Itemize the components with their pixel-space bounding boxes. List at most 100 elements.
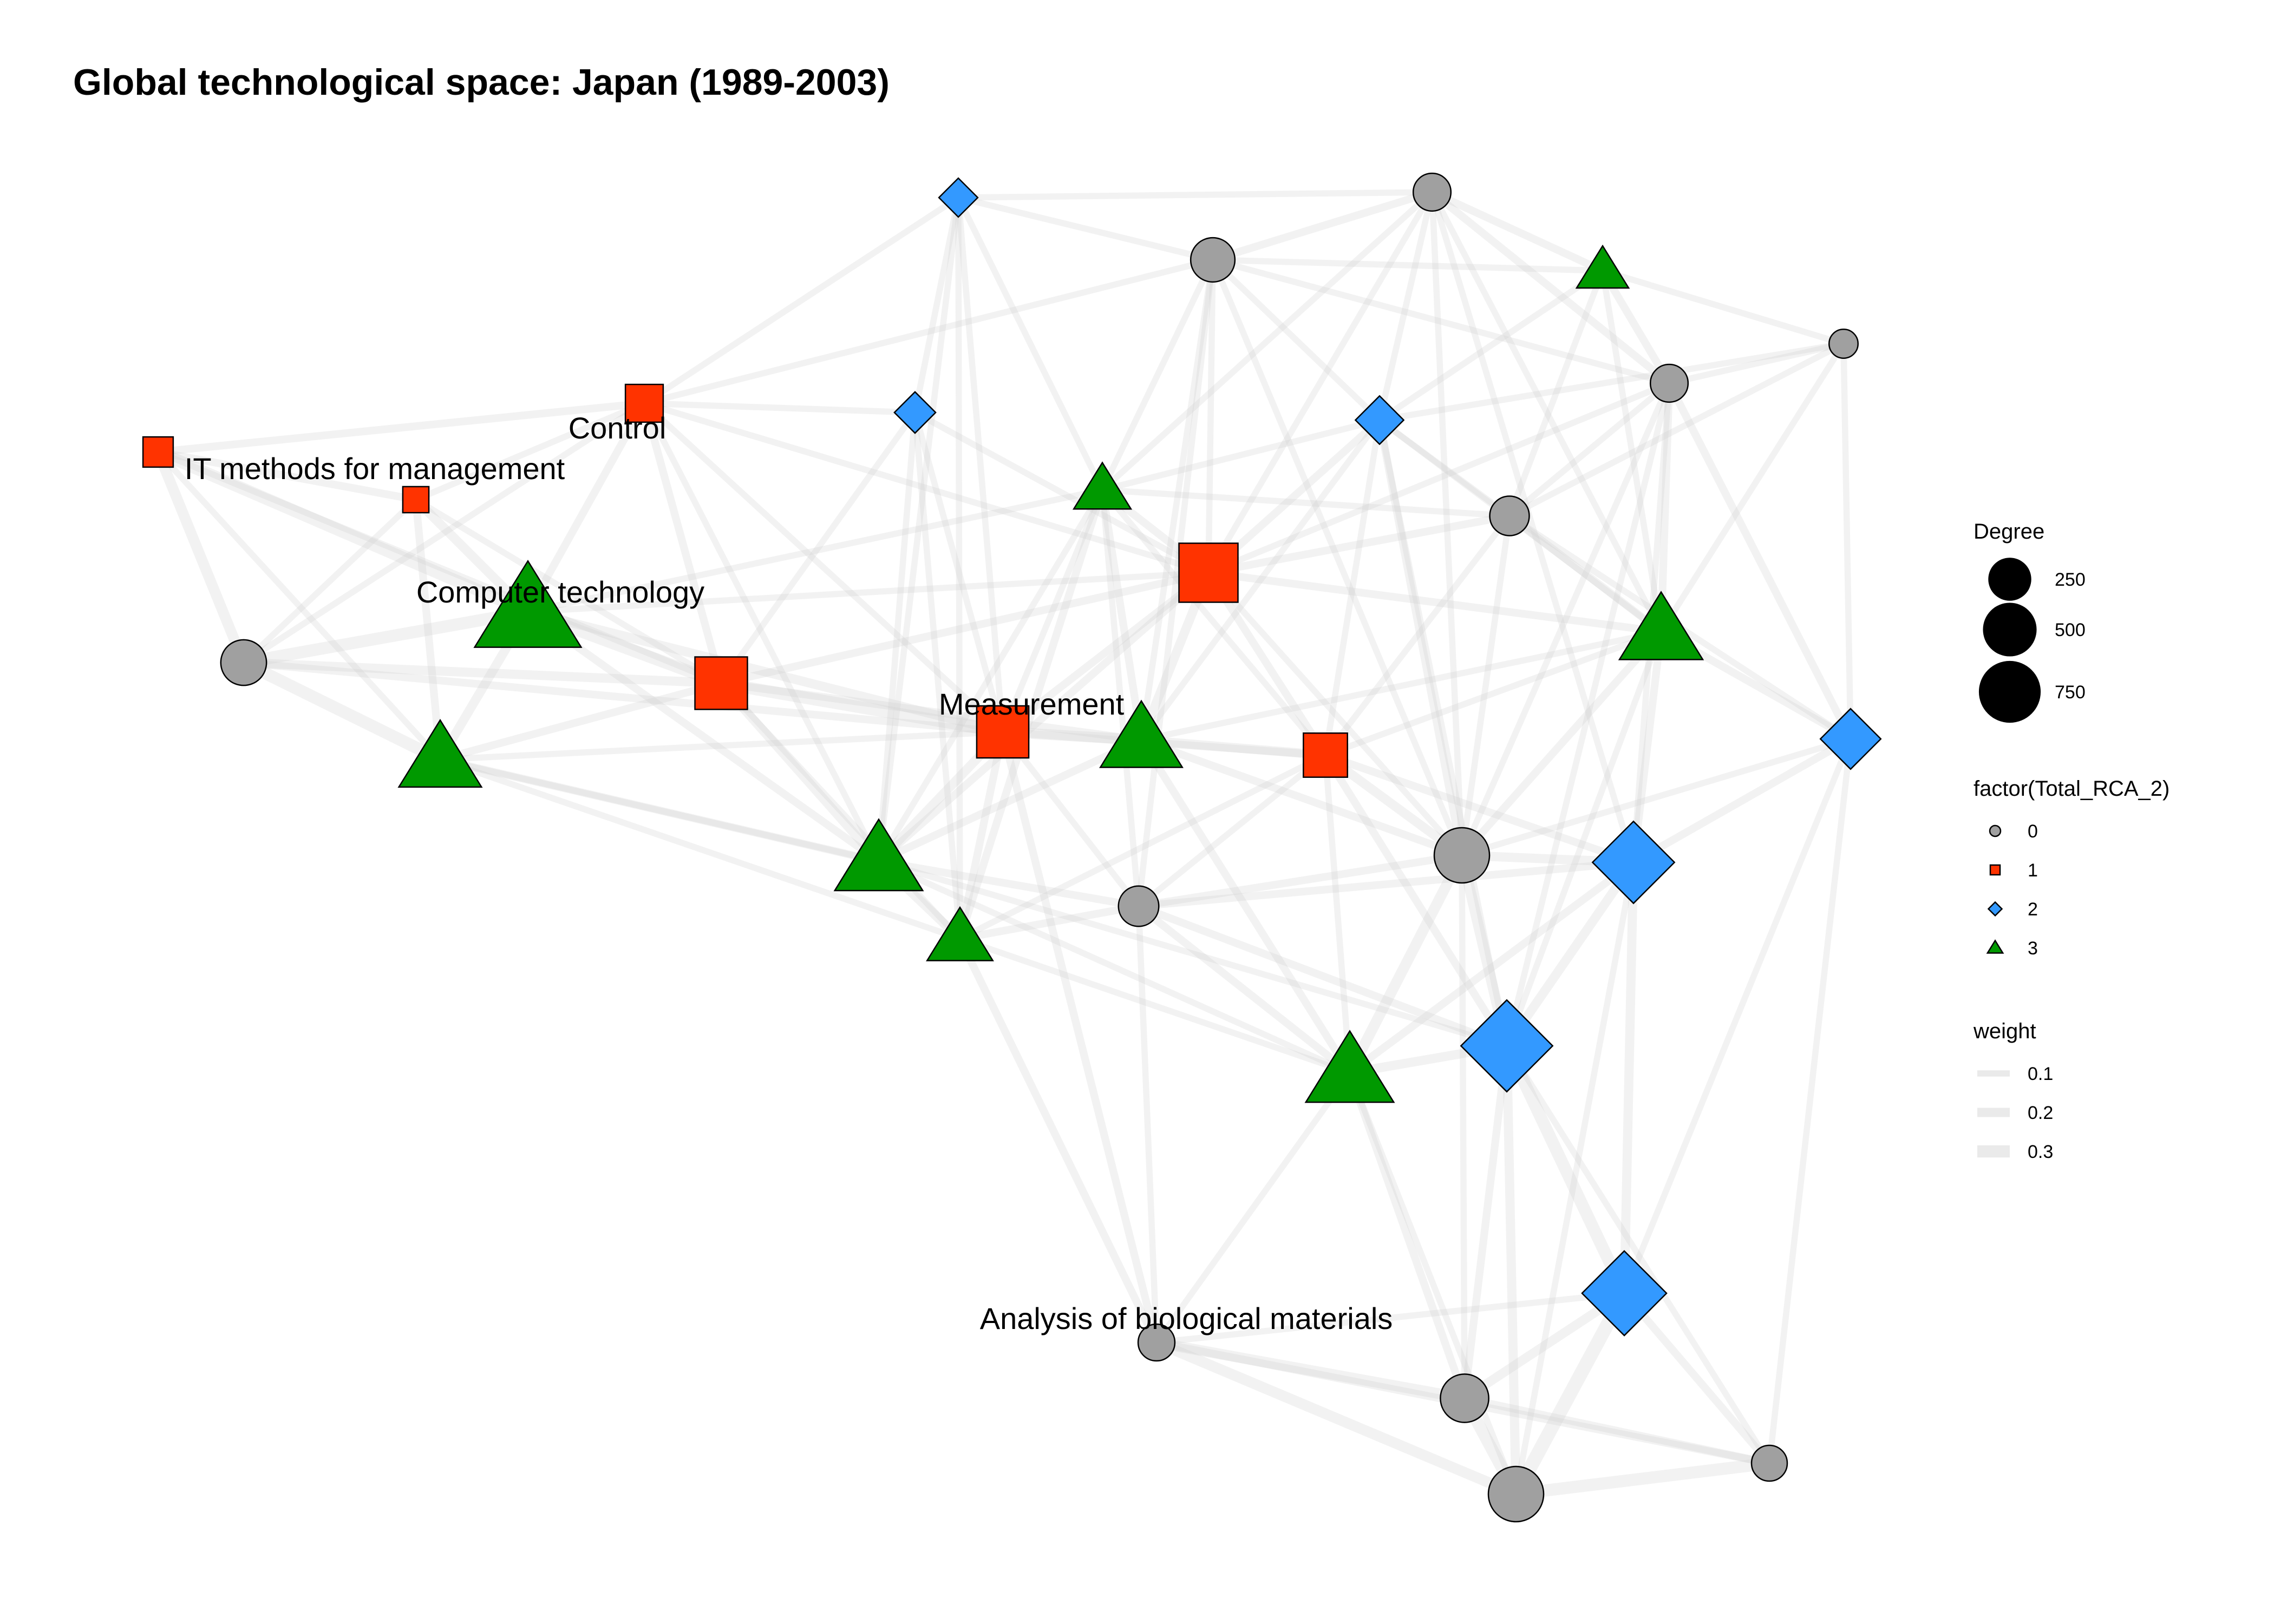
- edge: [912, 409, 963, 942]
- edge: [1506, 340, 1847, 519]
- edge: [1509, 1286, 1631, 1501]
- legend-weight-label: 0.3: [2028, 1142, 2053, 1162]
- edge: [240, 400, 648, 666]
- edge: [523, 607, 1008, 737]
- edge: [1205, 380, 1672, 576]
- edge: [1458, 627, 1665, 860]
- edge: [641, 400, 1212, 576]
- node-diamond: [1819, 708, 1882, 770]
- edge: [437, 729, 1006, 763]
- edge: [1099, 487, 1329, 758]
- edge: [153, 447, 249, 668]
- edge: [1599, 267, 1847, 347]
- edge: [1505, 512, 1665, 636]
- node-circle: [1487, 1465, 1545, 1523]
- edge: [956, 486, 1107, 943]
- edge: [1210, 257, 1465, 859]
- edge: [875, 487, 1106, 865]
- edge: [1099, 257, 1216, 493]
- node-square: [1178, 542, 1239, 603]
- node-triangle: [1099, 699, 1184, 768]
- node-triangle: [926, 906, 994, 961]
- edge: [1153, 1290, 1628, 1346]
- edge: [955, 194, 1106, 493]
- edge: [1376, 189, 1435, 423]
- node-circle: [1412, 172, 1452, 212]
- legend-degree-label: 250: [2055, 569, 2086, 590]
- edge: [1099, 487, 1142, 909]
- legend-rca-circle-icon: [1989, 824, 2002, 837]
- edge: [999, 487, 1106, 735]
- edge: [1099, 189, 1435, 493]
- node-triangle: [833, 818, 924, 892]
- legend-weight-label: 0.1: [2028, 1064, 2053, 1084]
- edge: [715, 677, 1009, 738]
- edge: [717, 568, 1213, 687]
- edge: [1138, 628, 1664, 743]
- edge: [152, 446, 534, 618]
- edge: [641, 194, 962, 407]
- legend-weight-label: 0.2: [2028, 1103, 2053, 1123]
- node-circle: [1440, 1373, 1489, 1423]
- edge: [1657, 379, 1674, 636]
- edge: [641, 400, 918, 416]
- edge: [1375, 416, 1466, 860]
- legend-rca-diamond-icon: [1987, 901, 2003, 917]
- legend-degree-circle: [1983, 603, 2037, 657]
- edge: [154, 448, 420, 504]
- edge: [641, 400, 1006, 735]
- legend-rca-label: 3: [2028, 938, 2038, 959]
- legend-degree-label: 750: [2055, 682, 2086, 703]
- edge: [1376, 417, 1510, 1049]
- node-square: [624, 383, 664, 423]
- edge: [1429, 189, 1664, 635]
- edge: [1460, 1394, 1774, 1468]
- edge: [998, 568, 1213, 736]
- edge: [1619, 857, 1638, 1298]
- edge: [1205, 257, 1216, 576]
- edge: [1322, 417, 1383, 758]
- edge: [1376, 340, 1847, 423]
- edge: [874, 568, 1213, 866]
- node-diamond: [893, 391, 937, 434]
- edge: [956, 728, 1007, 943]
- edge: [1344, 850, 1467, 1078]
- node-triangle: [473, 559, 583, 648]
- node-circle: [220, 639, 267, 686]
- edge: [1345, 1069, 1469, 1403]
- legend-degree-circle: [1978, 660, 2041, 723]
- node-circle: [1828, 329, 1859, 359]
- edge: [718, 680, 963, 942]
- node-circle: [1190, 237, 1236, 283]
- edge: [155, 449, 443, 763]
- node-triangle: [1304, 1030, 1395, 1103]
- edge: [1460, 1042, 1511, 1403]
- edge: [1506, 267, 1606, 519]
- node-square: [142, 436, 174, 468]
- edge: [1766, 736, 1854, 1466]
- edge: [1322, 628, 1664, 758]
- edge: [1620, 1289, 1774, 1468]
- chart-title: Global technological space: Japan (1989-…: [73, 62, 890, 103]
- node-triangle: [1618, 591, 1704, 660]
- node-label: Measurement: [939, 687, 1125, 721]
- edge: [524, 399, 649, 616]
- node-triangle: [1072, 461, 1133, 510]
- edge: [957, 935, 1353, 1076]
- edge: [237, 605, 534, 669]
- edge: [957, 752, 1329, 942]
- legend-rca-label: 0: [2028, 821, 2038, 842]
- edge: [640, 399, 726, 687]
- edge: [955, 189, 1435, 201]
- node-circle: [1137, 1323, 1176, 1362]
- edge: [875, 409, 918, 865]
- edge: [1840, 340, 1854, 742]
- edge: [1204, 512, 1514, 577]
- edge: [1429, 189, 1637, 866]
- edge: [239, 658, 1007, 736]
- node-circle: [1433, 827, 1491, 884]
- edge: [1506, 380, 1672, 519]
